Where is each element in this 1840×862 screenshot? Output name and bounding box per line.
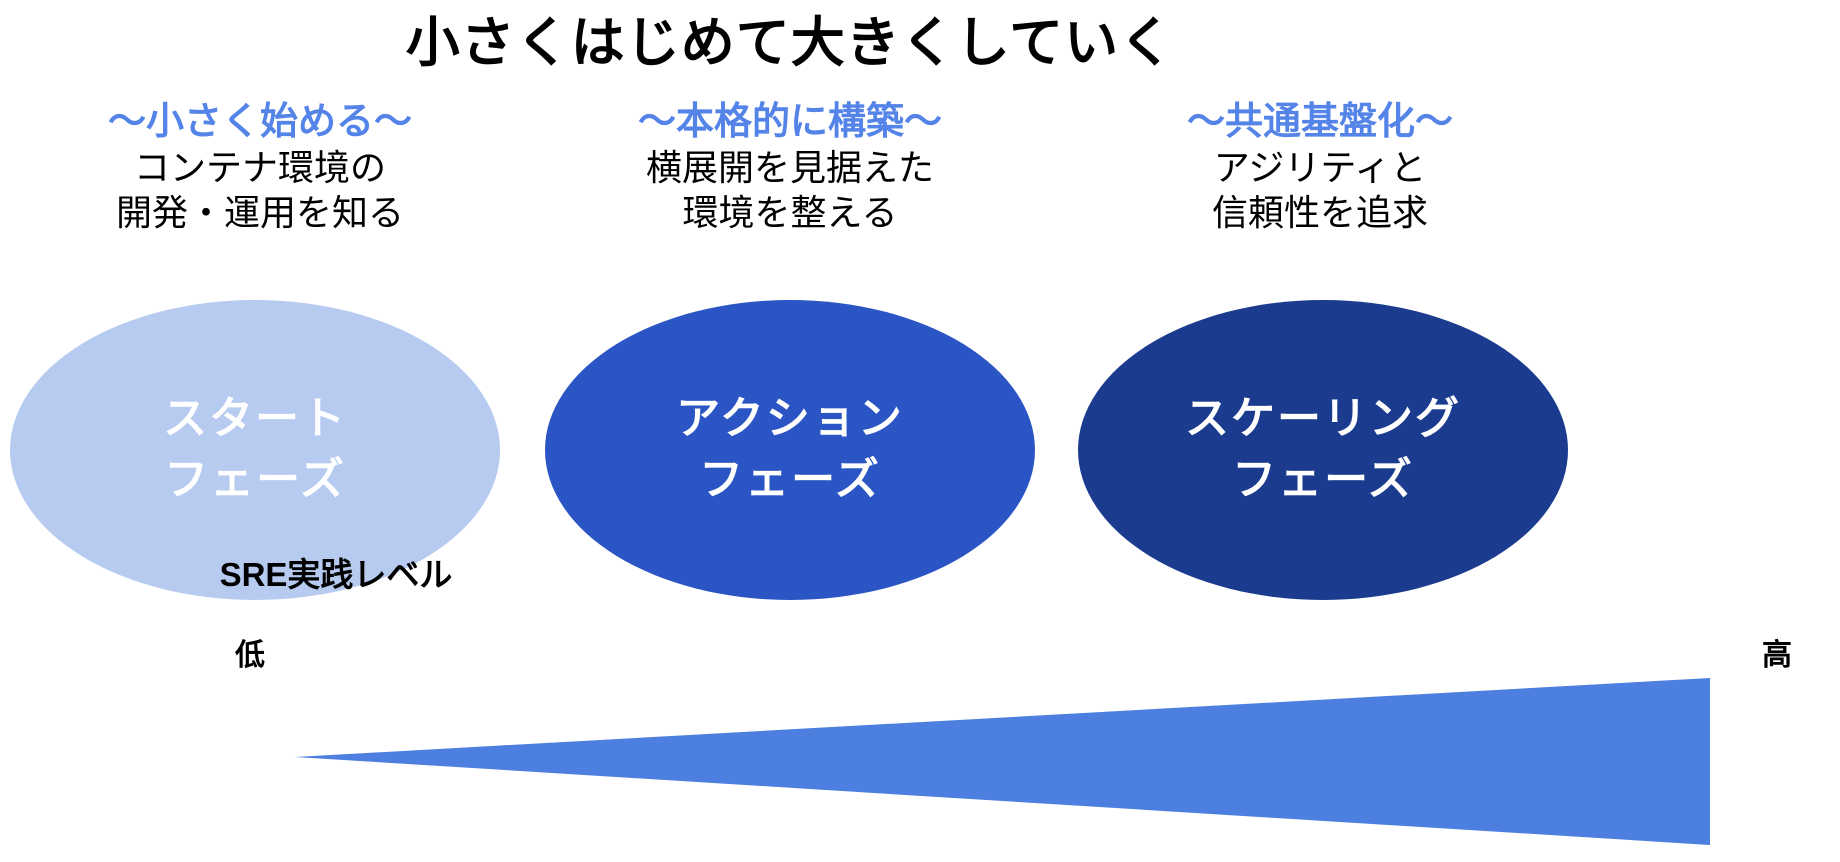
phase-caption-line-1: アジリティと <box>1213 146 1427 188</box>
phase-caption-line-2: 信頼性を追求 <box>1211 191 1428 233</box>
phase-ellipse-label-line-2: フェーズ <box>1232 455 1414 504</box>
sre-level-label: SRE実践レベル <box>219 556 453 593</box>
phase-ellipse-label-line-1: スケーリング <box>1185 394 1461 444</box>
sre-level-wedge <box>0 660 1840 862</box>
phase-ellipses: スタート フェーズ アクション フェーズ スケーリング フェーズ <box>0 300 1840 600</box>
phase-ellipse-label-line-1: スタート <box>163 394 347 444</box>
phase-caption-line-2: 開発・運用を知る <box>115 191 404 233</box>
phase-caption-start: 〜小さく始める〜 コンテナ環境の 開発・運用を知る <box>0 100 520 235</box>
wedge-shape-icon <box>295 678 1710 845</box>
page-title: 小さくはじめて大きくしていく <box>405 13 1175 73</box>
phase-ellipse-scaling: スケーリング フェーズ <box>1078 300 1568 600</box>
phase-caption-heading: 〜本格的に構築〜 <box>637 101 942 143</box>
phase-ellipse-label-line-1: アクション <box>676 394 904 444</box>
phase-ellipse-label-line-2: フェーズ <box>164 455 346 504</box>
phase-caption-line-1: コンテナ環境の <box>133 146 386 188</box>
phase-caption-heading: 〜小さく始める〜 <box>107 101 412 143</box>
phase-caption-line-1: 横展開を見据えた <box>645 146 934 188</box>
phase-ellipse-start: スタート フェーズ <box>10 300 500 600</box>
phase-caption-line-2: 環境を整える <box>682 191 898 233</box>
phase-caption-action: 〜本格的に構築〜 横展開を見据えた 環境を整える <box>530 100 1050 235</box>
phase-captions: 〜小さく始める〜 コンテナ環境の 開発・運用を知る 〜本格的に構築〜 横展開を見… <box>0 100 1580 280</box>
phase-ellipse-label-line-2: フェーズ <box>699 455 881 504</box>
phase-ellipse-action: アクション フェーズ <box>545 300 1035 600</box>
phase-caption-scaling: 〜共通基盤化〜 アジリティと 信頼性を追求 <box>1060 100 1580 235</box>
scale-high-label: 高 <box>1762 639 1792 672</box>
phase-caption-heading: 〜共通基盤化〜 <box>1186 101 1453 143</box>
scale-low-label: 低 <box>235 639 265 672</box>
